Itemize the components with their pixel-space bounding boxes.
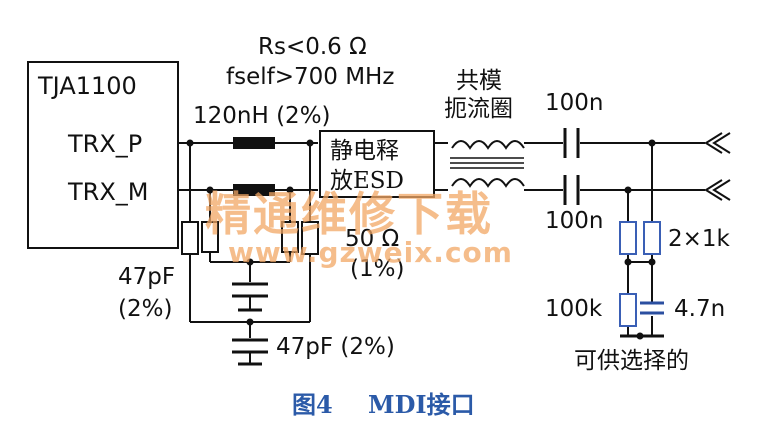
pin-trx-p: TRX_P [68, 130, 143, 158]
bias-res-single: 100k [545, 296, 603, 322]
bias-note: 可供选择的 [574, 348, 689, 374]
pin-trx-m: TRX_M [68, 178, 149, 206]
junction-11 [636, 332, 644, 340]
bias-cap: 4.7n [674, 296, 726, 322]
inductor-label: 120nH (2%) [193, 103, 331, 129]
cap-left-tol: (2%) [118, 296, 173, 322]
ic-name: TJA1100 [38, 72, 137, 100]
esd-line1: 静电释 [330, 138, 399, 164]
figure-title: MDI接口 [368, 390, 475, 419]
watermark-url: www.gzweix.com [228, 236, 513, 269]
resistor-term-b [281, 221, 299, 253]
junction-7 [624, 186, 632, 194]
inductor-top [233, 137, 275, 149]
resistor-term-left [181, 221, 199, 255]
watermark-cn: 精通维修下载 [205, 187, 493, 241]
choke-line2: 扼流圈 [444, 96, 513, 122]
cap-bot-label: 100n [545, 208, 604, 234]
term-res-value: 50 Ω [345, 226, 400, 252]
choke-coil-bottom [451, 178, 525, 188]
spec-rs: Rs<0.6 Ω [258, 34, 367, 60]
junction-2 [306, 139, 314, 147]
resistor-term-right [301, 221, 319, 255]
resistor-bias-a [619, 221, 637, 255]
inductor-bottom [233, 184, 275, 196]
term-res-tol: (1%) [350, 256, 405, 282]
esd-box [319, 130, 435, 198]
bias-res-pair: 2×1k [668, 226, 730, 252]
connector-top [704, 132, 731, 154]
cap-top-label: 100n [545, 90, 604, 116]
junction-9 [624, 258, 632, 266]
connector-bottom [704, 179, 731, 201]
junction-8 [648, 139, 656, 147]
junction-3 [206, 186, 214, 194]
junction-1 [186, 139, 194, 147]
junction-6 [246, 318, 254, 326]
esd-line2: 放ESD [330, 168, 404, 194]
resistor-bias-b [643, 221, 661, 255]
resistor-bias-100k [619, 293, 637, 327]
junction-4 [286, 186, 294, 194]
ic-box [27, 61, 179, 249]
figure-number: 图4 [292, 390, 333, 419]
spec-fself: fself>700 MHz [226, 64, 395, 90]
junction-5 [246, 258, 254, 266]
choke-coil-top [451, 140, 525, 150]
choke-line1: 共模 [456, 68, 502, 94]
junction-10 [648, 258, 656, 266]
cap-left-value: 47pF [118, 264, 176, 290]
cap-bottom-label: 47pF (2%) [276, 334, 395, 360]
resistor-term-a [201, 221, 219, 253]
